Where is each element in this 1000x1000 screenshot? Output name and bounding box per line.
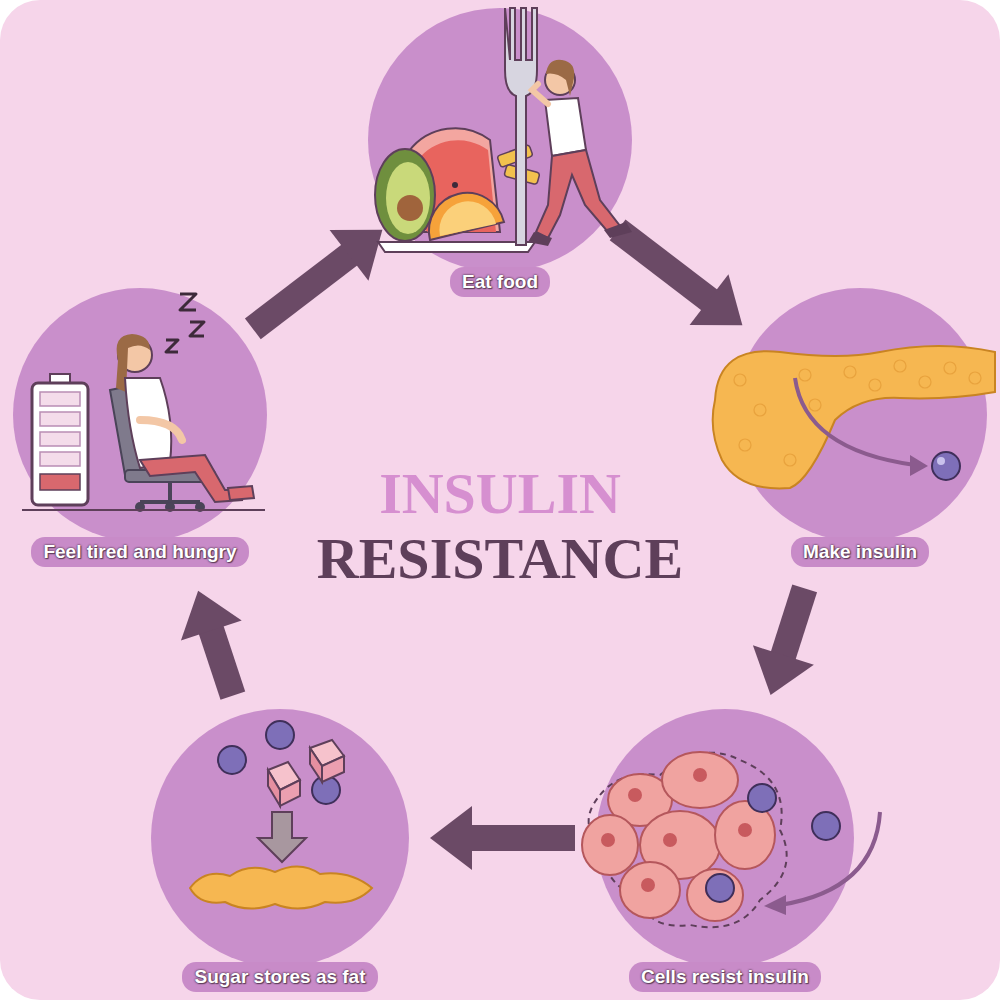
step-label: Make insulin xyxy=(791,537,929,567)
step-label: Sugar stores as fat xyxy=(182,962,377,992)
cycle-arrow xyxy=(618,230,743,325)
pancreas-illustration xyxy=(713,346,995,488)
circle-fill xyxy=(368,8,632,272)
food-illustration xyxy=(375,8,632,252)
cycle-arrow xyxy=(753,588,814,695)
cycle-arrow xyxy=(181,591,242,696)
sugar-fat-illustration xyxy=(190,721,372,909)
circle-fill xyxy=(13,288,267,542)
step-label: Eat food xyxy=(450,267,550,297)
step-label: Cells resist insulin xyxy=(629,962,821,992)
tired-illustration xyxy=(22,294,265,512)
step-label: Feel tired and hungry xyxy=(31,537,248,567)
cycle-arrow xyxy=(430,806,575,870)
title: INSULIN RESISTANCE xyxy=(290,462,710,592)
cycle-arrow xyxy=(253,230,383,329)
circle-fill xyxy=(151,709,409,967)
cells-illustration xyxy=(582,752,880,927)
